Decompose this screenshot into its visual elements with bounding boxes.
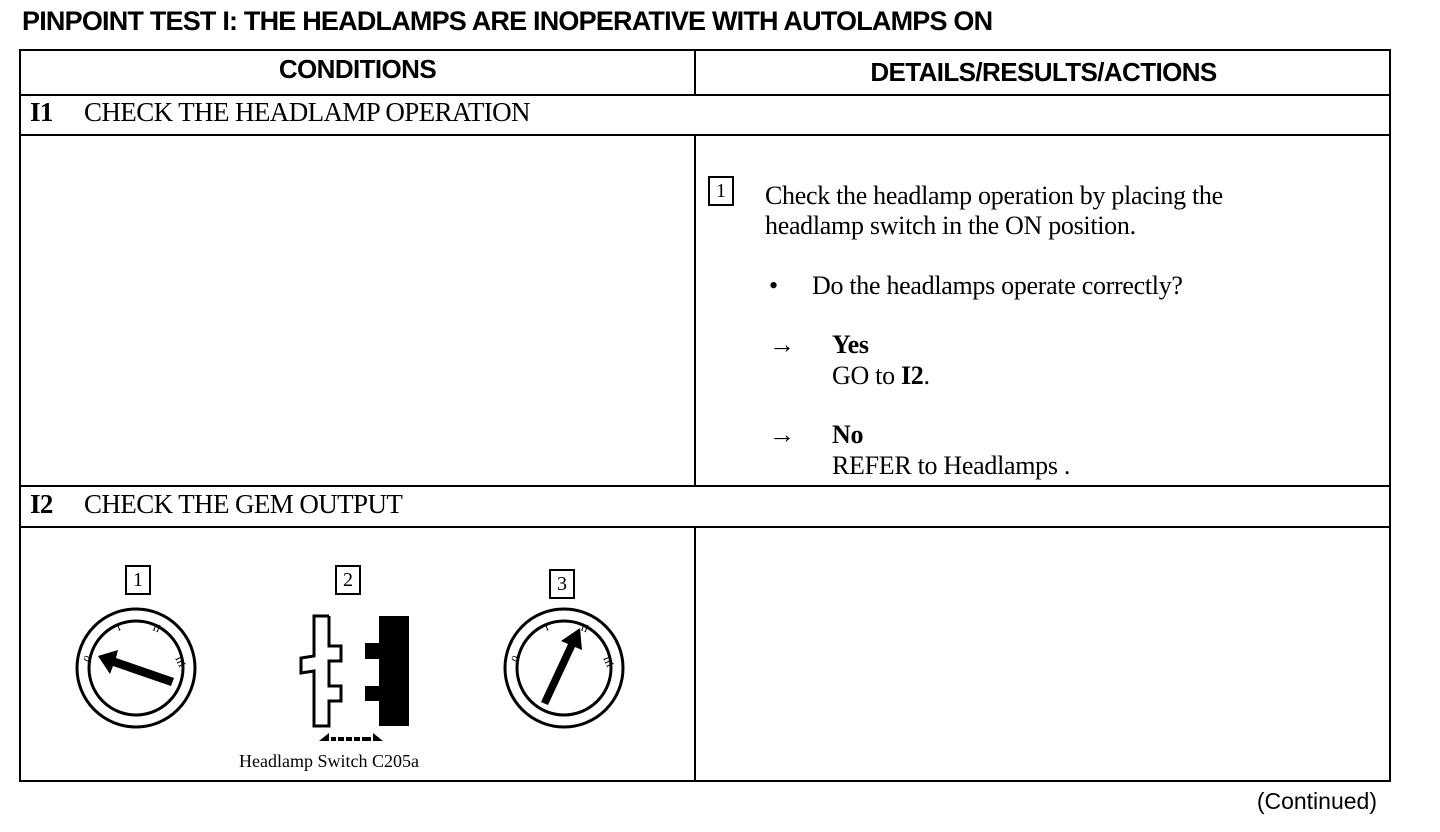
step-i1-number: I1 [30,97,53,127]
step2-column-divider [694,526,696,782]
svg-text:I: I [543,621,551,634]
figure-label-1: 1 [125,565,151,595]
action-text-line2: headlamp switch in the ON position. [765,211,1136,240]
step1-column-divider [694,134,696,485]
action-text-line1: Check the headlamp operation by placing … [765,181,1223,210]
figure-label-3: 3 [549,569,575,599]
svg-text:II: II [579,622,590,636]
no-result: REFER to Headlamps . [832,451,1071,480]
switch-dial-on-icon: 0 I II III [503,607,625,729]
switch-dial-off-icon: 0 I II III [75,607,197,729]
step1-end-divider [21,485,1389,487]
action-number-box: 1 [708,176,734,206]
yes-ref: I2 [900,361,924,390]
headlamp-switch-connector-icon [299,614,409,741]
continued-label: (Continued) [1256,788,1377,814]
bullet-icon: • [769,271,778,300]
yes-text: GO to [832,361,901,390]
step-i1-title: I1 CHECK THE HEADLAMP OPERATION [30,97,531,128]
svg-text:II: II [151,622,162,636]
step-i1-label: CHECK THE HEADLAMP OPERATION [84,97,531,127]
svg-text:III: III [600,654,616,669]
yes-result: GO to I2. [832,361,930,391]
question-text: Do the headlamps operate correctly? [812,271,1183,300]
svg-text:I: I [115,621,123,634]
arrow-right-icon: → [769,330,795,359]
step-i2-title: I2 CHECK THE GEM OUTPUT [30,489,403,520]
step2-title-divider [21,526,1389,528]
svg-text:0: 0 [81,653,94,664]
no-label: No [832,420,864,449]
figure-label-2: 2 [335,565,361,595]
arrow-right-icon: → [769,420,795,449]
figure-caption: Headlamp Switch C205a [239,751,419,771]
yes-end: . [923,361,931,390]
step-i2-number: I2 [30,489,53,519]
header-column-divider [694,51,696,94]
conditions-header: CONDITIONS [278,54,437,84]
step1-title-divider [21,134,1389,136]
page-title: PINPOINT TEST I: THE HEADLAMPS ARE INOPE… [22,6,993,36]
header-divider [21,94,1389,96]
yes-label: Yes [832,330,869,359]
svg-text:III: III [172,654,188,669]
step-i2-label: CHECK THE GEM OUTPUT [84,489,403,519]
details-header: DETAILS/RESULTS/ACTIONS [870,57,1217,87]
svg-text:0: 0 [509,653,522,664]
